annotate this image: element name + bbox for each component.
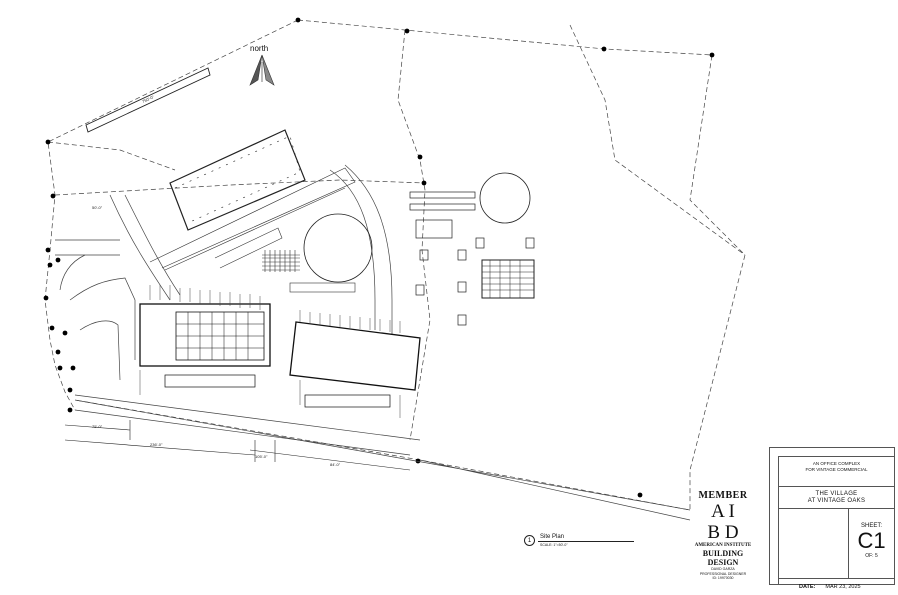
project-line-1: AN OFFICE COMPLEX — [812, 461, 861, 466]
svg-text:50'-0": 50'-0" — [92, 205, 103, 210]
north-long-building — [85, 67, 306, 231]
date-label: DATE: — [799, 584, 816, 590]
dimension-labels: 750'-0" 75'-0" 236'-0" 84'-0" 105'-0" 50… — [92, 94, 341, 467]
sheet-of: OF: 5 — [865, 553, 878, 559]
svg-text:75'-0": 75'-0" — [92, 424, 103, 429]
sheet-label: SHEET: — [860, 523, 882, 529]
svg-text:84'-0": 84'-0" — [330, 462, 341, 467]
project-description: AN OFFICE COMPLEX FOR VINTAGE COMMERCIAL — [779, 457, 894, 487]
project-line-2: FOR VINTAGE COMMERCIAL — [805, 467, 868, 472]
dimension-lines — [64, 420, 411, 471]
caption-underline — [538, 541, 634, 542]
circular-features — [303, 172, 531, 283]
office-buildings — [139, 303, 421, 408]
detail-number: 1 — [524, 535, 535, 546]
sheet-number: C1 — [857, 528, 886, 553]
north-arrow-icon — [249, 54, 275, 86]
date-row: DATE: MAR 23, 2025 — [779, 578, 894, 590]
parking-stall-ticks — [139, 285, 401, 418]
designer-id: ID: 19970030 — [712, 576, 734, 580]
logo-member: MEMBER — [698, 490, 748, 501]
parking-rows — [149, 167, 356, 293]
designer-role: PROFESSIONAL DESIGNER — [699, 571, 747, 576]
access-roads — [55, 164, 691, 521]
svg-text:750'-0": 750'-0" — [141, 94, 155, 104]
sheet-box: SHEET: C1 OF: 5 — [848, 509, 894, 578]
date-value: MAR 23, 2025 — [825, 584, 861, 590]
logo-letters-top: A I — [711, 501, 735, 522]
logo-building-design: BUILDING DESIGN — [702, 549, 744, 567]
logo-letters-bottom: B D — [707, 522, 739, 543]
survey-points — [43, 17, 715, 498]
project-name-line-1: THE VILLAGE — [815, 491, 858, 497]
designer-name: DAVID GARZA — [711, 567, 735, 571]
aibd-member-logo: MEMBER A I B D AMERICAN INSTITUTE BUILDI… — [688, 490, 758, 585]
svg-text:105'-0": 105'-0" — [255, 454, 268, 459]
svg-text:236'-0": 236'-0" — [150, 442, 163, 447]
property-boundary — [44, 19, 746, 511]
title-block: AN OFFICE COMPLEX FOR VINTAGE COMMERCIAL… — [769, 447, 895, 590]
title-block-inner: AN OFFICE COMPLEX FOR VINTAGE COMMERCIAL… — [778, 456, 894, 590]
plaza-elements — [409, 191, 535, 326]
project-name: THE VILLAGE AT VINTAGE OAKS — [779, 487, 894, 509]
project-name-line-2: AT VINTAGE OAKS — [807, 498, 866, 504]
site-plan-caption: 1 Site Plan SCALE: 1"=50'-0" — [524, 534, 634, 549]
caption-title: Site Plan — [540, 534, 565, 540]
caption-scale: SCALE: 1"=50'-0" — [540, 543, 568, 547]
north-label: north — [250, 44, 269, 53]
logo-institute: AMERICAN INSTITUTE — [694, 543, 752, 548]
